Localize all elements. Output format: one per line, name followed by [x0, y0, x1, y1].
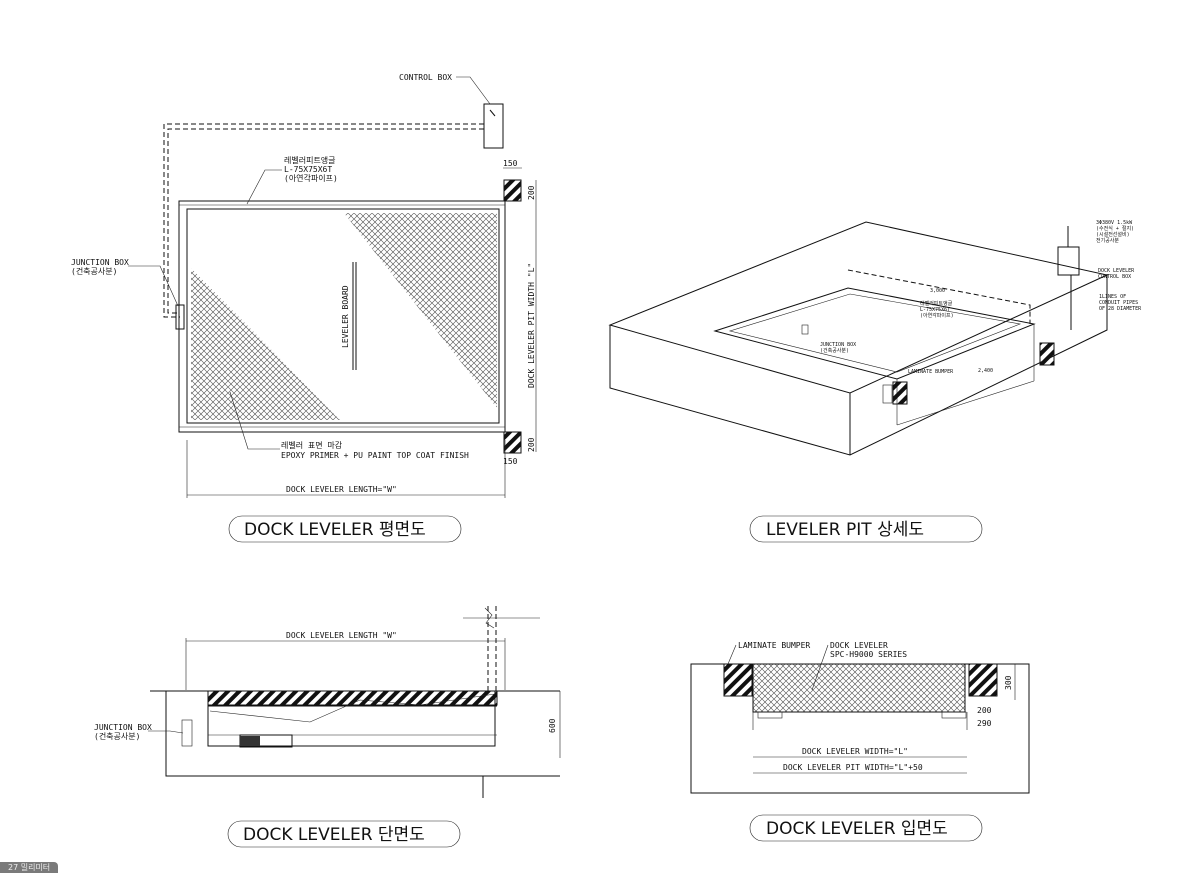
- detail-bumper-right: [1039, 342, 1055, 366]
- dim-200-bottom: 200: [527, 437, 536, 452]
- control-box: [483, 103, 504, 149]
- dim-pit-width: DOCK LEVELER PIT WIDTH "L": [527, 263, 536, 388]
- detail-conduit-1: 1LINES OF: [1099, 294, 1126, 300]
- pit-outline: [178, 200, 506, 433]
- finish-pattern-top: [344, 213, 497, 408]
- section-junction-box: [181, 719, 193, 747]
- leveler-board: [186, 208, 500, 424]
- section-junction-2: (건축공사분): [94, 731, 140, 741]
- bumper-top: [503, 179, 522, 202]
- detail-angle-1: 레벨러피트앵글: [920, 300, 953, 307]
- finish-label-1: 레벨러 표면 마감: [281, 440, 343, 450]
- detail-control-box: [1057, 246, 1080, 276]
- conduit-dashed: [163, 123, 484, 318]
- section-title: DOCK LEVELER 단면도: [243, 825, 425, 845]
- section-dim-600: 600: [548, 718, 557, 733]
- pit-detail-view: 3Φ380V 1.5kW (수전식 + 절지) (시설전선설비) 전기공사분 D…: [608, 220, 1142, 543]
- leveler-board-label: LEVELER BOARD: [341, 285, 350, 348]
- angle-label-2: L-75X75X6T: [284, 165, 332, 174]
- elevation-leveler: [752, 663, 966, 713]
- junction-label-1: JUNCTION BOX: [71, 258, 129, 267]
- elevation-title: DOCK LEVELER 입면도: [766, 819, 948, 839]
- dim-200-top: 200: [527, 185, 536, 200]
- detail-conduit-2: CONDUIT PIPES: [1099, 300, 1138, 306]
- elevation-bumper-right: [968, 663, 998, 697]
- dim-length: DOCK LEVELER LENGTH="W": [286, 485, 397, 494]
- detail-spec-3: (시설전선설비): [1096, 231, 1130, 238]
- section-view: DOCK LEVELER LENGTH "W" JUNCTION BOX (건축…: [94, 606, 561, 848]
- section-leveler-deck: [207, 690, 498, 706]
- detail-angle-2: L-75X75X6T: [920, 307, 950, 313]
- detail-title: LEVELER PIT 상세도: [766, 520, 924, 540]
- detail-title-frame: [749, 515, 983, 543]
- detail-junction-box: [801, 324, 809, 335]
- control-box-label: CONTROL BOX: [399, 73, 452, 82]
- elevation-leveler-1: DOCK LEVELER: [830, 641, 888, 650]
- angle-label-3: (아연각파이프): [284, 173, 338, 183]
- detail-control-2: CONTROL BOX: [1098, 274, 1131, 280]
- elevation-bumper-label: LAMINATE BUMPER: [738, 641, 810, 650]
- elevation-title-frame: [749, 814, 983, 842]
- finish-label-2: EPOXY PRIMER + PU PAINT TOP COAT FINISH: [281, 451, 469, 460]
- scale-badge: 27 밀리미터: [0, 862, 59, 873]
- bumper-bottom: [503, 431, 522, 454]
- pit-opening: [713, 287, 1036, 380]
- elevation-dim-width: DOCK LEVELER WIDTH="L": [802, 747, 908, 756]
- elevation-dim-200: 200: [977, 706, 992, 715]
- slab-top: [608, 221, 1109, 394]
- detail-dim-a: 3,000: [930, 288, 945, 294]
- section-junction-1: JUNCTION BOX: [94, 723, 152, 732]
- finish-pattern-bottom: [191, 268, 340, 420]
- junction-box: [175, 304, 185, 330]
- junction-label-2: (건축공사분): [71, 266, 117, 276]
- dim-150-bottom: 150: [503, 457, 518, 466]
- dim-150-top: 150: [503, 159, 518, 168]
- elevation-dim-290: 290: [977, 719, 992, 728]
- plan-title-frame: [228, 515, 462, 543]
- section-slab: [150, 690, 560, 747]
- detail-spec-4: 전기공사분: [1096, 237, 1119, 244]
- detail-junction-2: (건축공사분): [820, 347, 849, 354]
- elevation-bumper-left: [723, 663, 753, 697]
- detail-spec-1: 3Φ380V 1.5kW: [1096, 220, 1133, 226]
- detail-angle-3: (아연각파이프): [920, 312, 954, 319]
- elevation-dim-300: 300: [1004, 675, 1013, 690]
- plan-view: CONTROL BOX JUNCTION BOX (건축공사분) 레벨러피트앵글…: [71, 73, 537, 543]
- detail-junction-1: JUNCTION BOX: [820, 342, 856, 348]
- elevation-leveler-2: SPC-H9000 SERIES: [830, 650, 907, 659]
- angle-label-1: 레벨러피트앵글: [284, 155, 336, 165]
- elevation-dim-pit: DOCK LEVELER PIT WIDTH="L"+50: [783, 763, 923, 772]
- detail-spec-2: (수전식 + 절지): [1096, 225, 1134, 232]
- detail-dim-b: 2,400: [978, 368, 993, 374]
- section-dim-length: DOCK LEVELER LENGTH "W": [286, 631, 397, 640]
- plan-title: DOCK LEVELER 평면도: [244, 520, 426, 540]
- elevation-view: LAMINATE BUMPER DOCK LEVELER SPC-H9000 S…: [690, 641, 1030, 842]
- detail-bumper-label: LAMINATE BUMPER: [908, 369, 954, 375]
- detail-control-1: DOCK LEVELER: [1098, 268, 1135, 274]
- detail-conduit-3: OF 28 DIAMETER: [1099, 306, 1142, 312]
- detail-bumper-left: [892, 381, 908, 405]
- section-title-frame: [227, 820, 461, 848]
